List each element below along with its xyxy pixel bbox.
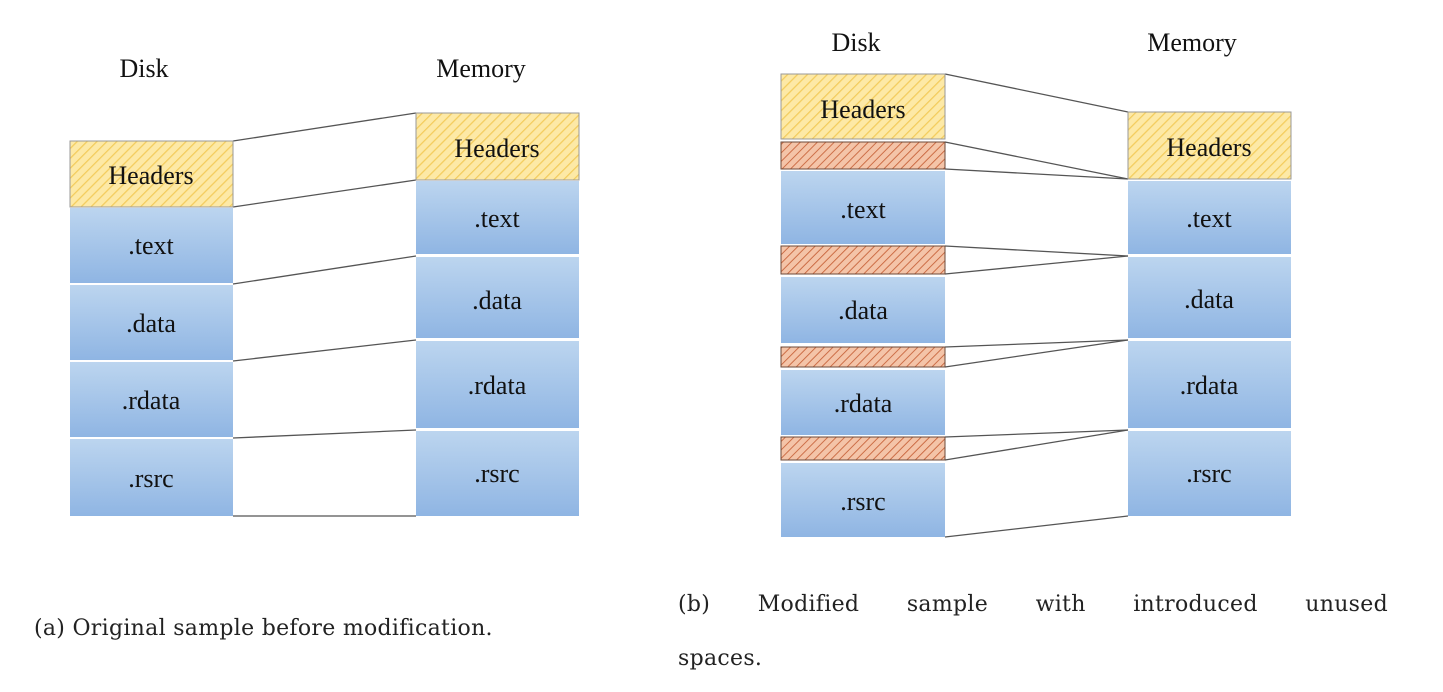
memory-headers-a: [415, 112, 580, 181]
unused-space-4: [780, 436, 946, 461]
memory-column-b: Headers .text .data .rdata .rsrc: [1127, 111, 1292, 516]
unused-space-1: [780, 141, 946, 170]
memory-label-headers-a: Headers: [454, 134, 539, 163]
disk-label-headers-b: Headers: [820, 95, 905, 124]
memory-rdata-a: [416, 341, 579, 428]
panel-a: Disk Memory Headers .text .data .rdata .…: [69, 54, 580, 517]
disk-text-a: [70, 208, 233, 283]
unused-space-2: [780, 245, 946, 275]
connectors-a: [232, 112, 417, 517]
caption-b-word: (b): [678, 592, 711, 617]
disk-label-rdata-a: .rdata: [122, 386, 181, 415]
disk-title-b: Disk: [831, 28, 880, 57]
memory-label-rsrc-b: .rsrc: [1186, 459, 1231, 488]
memory-label-text-a: .text: [474, 204, 520, 233]
memory-rdata-b: [1128, 341, 1291, 428]
memory-headers-b: [1127, 111, 1292, 180]
disk-text-b: [781, 171, 945, 244]
connectors-b: [944, 73, 1129, 538]
memory-rsrc-a: [416, 431, 579, 516]
caption-b-word: with: [1035, 592, 1086, 617]
disk-label-text-a: .text: [128, 231, 174, 260]
memory-label-rdata-b: .rdata: [1180, 371, 1239, 400]
section-mapping-diagram: Disk Memory Headers .text .data .rdata .…: [69, 28, 1292, 538]
memory-column-a: Headers .text .data .rdata .rsrc: [415, 112, 580, 516]
disk-label-text-b: .text: [840, 195, 886, 224]
disk-label-rsrc-b: .rsrc: [840, 487, 885, 516]
caption-b-line-2: spaces.: [678, 646, 763, 671]
disk-rsrc-b: [781, 463, 945, 537]
unused-space-3: [780, 346, 946, 368]
disk-rsrc-a: [70, 439, 233, 516]
disk-data-b: [781, 277, 945, 343]
memory-label-data-a: .data: [472, 286, 522, 315]
memory-text-b: [1128, 181, 1291, 254]
disk-column-b: Headers .text .data .rdata .rsrc: [780, 73, 946, 537]
disk-data-a: [70, 285, 233, 360]
caption-b-word: unused: [1305, 592, 1388, 617]
disk-label-data-b: .data: [838, 296, 888, 325]
caption-b-word: sample: [906, 592, 989, 617]
memory-data-a: [416, 257, 579, 338]
disk-rdata-b: [781, 370, 945, 435]
disk-label-headers-a: Headers: [108, 161, 193, 190]
disk-label-rdata-b: .rdata: [834, 389, 893, 418]
disk-label-rsrc-a: .rsrc: [128, 464, 173, 493]
disk-title-a: Disk: [119, 54, 168, 83]
disk-headers-a: [69, 140, 234, 208]
memory-label-data-b: .data: [1184, 285, 1234, 314]
memory-label-headers-b: Headers: [1166, 133, 1251, 162]
memory-title-b: Memory: [1147, 28, 1237, 57]
caption-a: (a) Original sample before modification.: [34, 616, 493, 641]
caption-b-line-1: (b) Modified sample with introduced unus…: [678, 592, 1388, 617]
caption-b-word: introduced: [1133, 592, 1258, 617]
caption-b-word: Modified: [757, 592, 860, 617]
memory-text-a: [416, 181, 579, 254]
memory-title-a: Memory: [436, 54, 526, 83]
disk-label-data-a: .data: [126, 309, 176, 338]
panel-b: Disk Memory Headers .tex: [780, 28, 1292, 538]
memory-label-text-b: .text: [1186, 204, 1232, 233]
disk-rdata-a: [70, 362, 233, 437]
disk-headers-b: [780, 73, 946, 140]
memory-rsrc-b: [1128, 431, 1291, 516]
memory-label-rdata-a: .rdata: [468, 371, 527, 400]
memory-data-b: [1128, 257, 1291, 338]
memory-label-rsrc-a: .rsrc: [474, 459, 519, 488]
disk-column-a: Headers .text .data .rdata .rsrc: [69, 140, 234, 516]
